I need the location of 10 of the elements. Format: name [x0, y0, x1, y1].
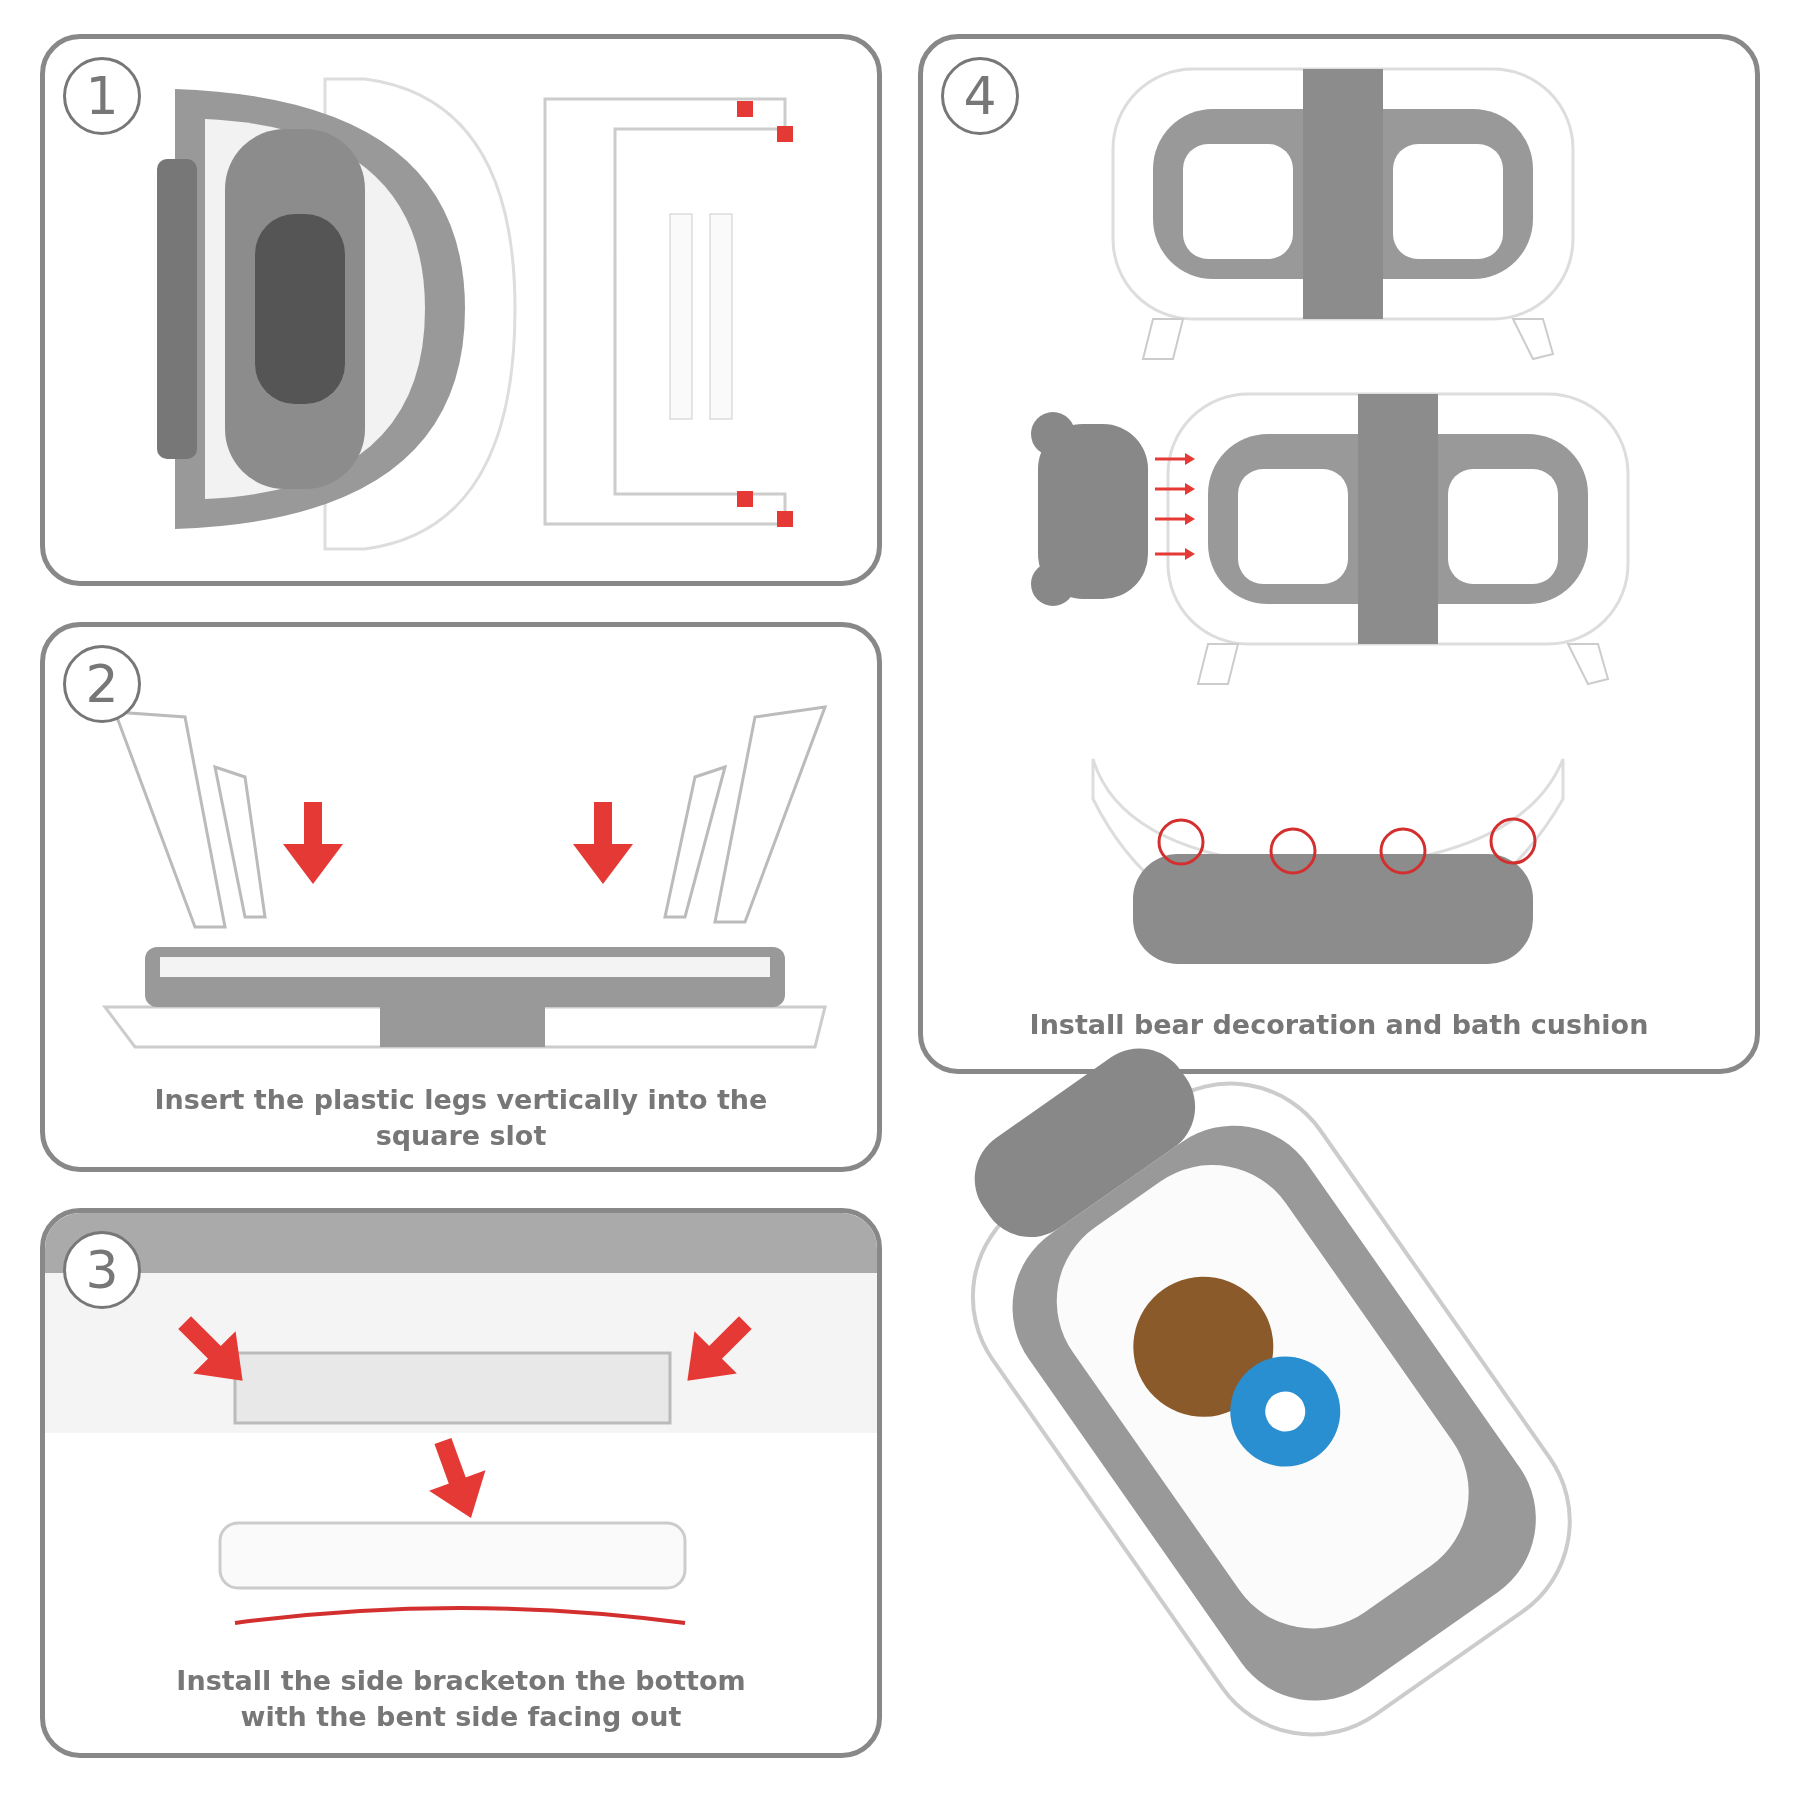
instruction-caption: Install the side bracketon the bottom with the bent side facing out	[175, 1664, 747, 1734]
step-number: 4	[941, 57, 1019, 135]
instruction-caption: Install bear decoration and bath cushion	[1028, 1008, 1650, 1042]
instruction-panel	[918, 34, 1760, 1074]
step-number: 1	[63, 57, 141, 135]
step-number: 2	[63, 645, 141, 723]
instruction-panel	[40, 1208, 882, 1758]
instruction-panel	[40, 622, 882, 1172]
instruction-caption: Insert the plastic legs vertically into the square slot	[153, 1083, 769, 1153]
instruction-panel	[40, 34, 882, 586]
